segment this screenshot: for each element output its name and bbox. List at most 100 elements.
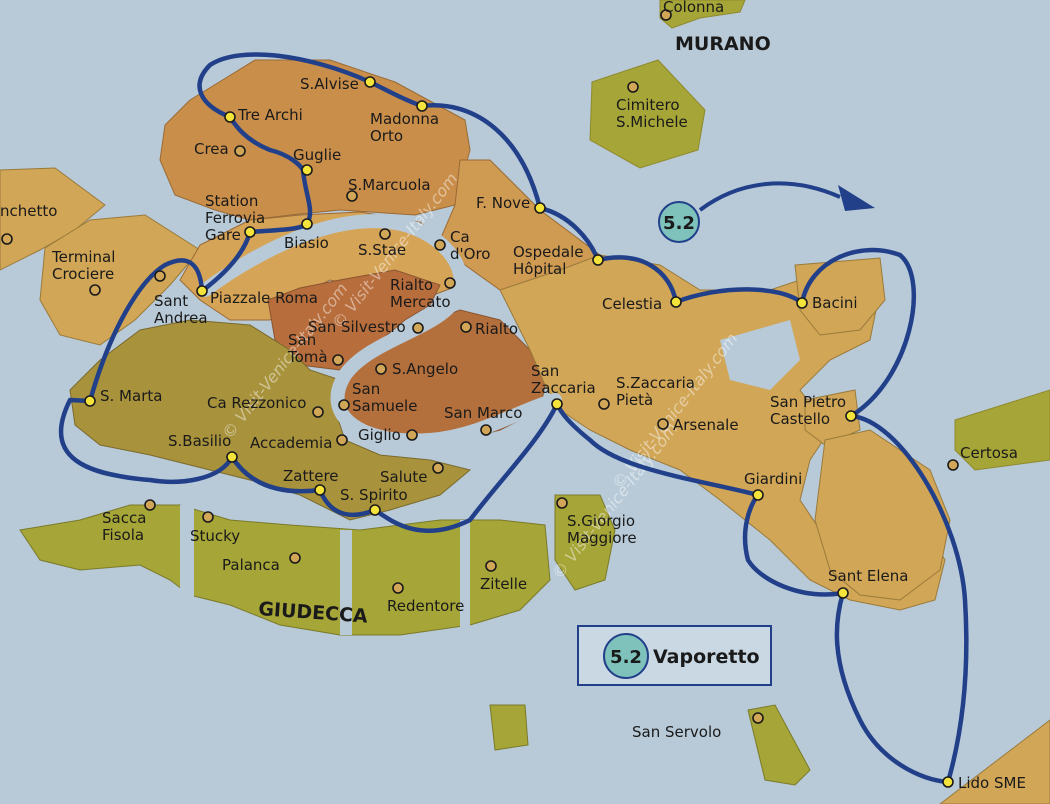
place-label: Ca Rezzonico bbox=[207, 394, 306, 412]
stop-marker[interactable] bbox=[796, 297, 808, 309]
place-marker bbox=[336, 434, 348, 446]
stop-marker[interactable] bbox=[592, 254, 604, 266]
place-marker bbox=[947, 459, 959, 471]
place-marker bbox=[444, 277, 456, 289]
place-marker bbox=[432, 462, 444, 474]
route-badge bbox=[658, 201, 700, 243]
stop-label: Bacini bbox=[812, 294, 858, 312]
place-marker bbox=[752, 712, 764, 724]
arsenale-basin bbox=[720, 320, 800, 390]
place-label: Redentore bbox=[387, 597, 464, 615]
place-marker bbox=[480, 424, 492, 436]
stop-label: Guglie bbox=[293, 146, 341, 164]
place-marker bbox=[338, 399, 350, 411]
place-marker bbox=[434, 239, 446, 251]
place-label: Accademia bbox=[250, 434, 332, 452]
stop-marker[interactable] bbox=[845, 410, 857, 422]
place-label: Zitelle bbox=[480, 575, 527, 593]
place-marker bbox=[202, 511, 214, 523]
certosa-island bbox=[954, 389, 1050, 471]
place-marker bbox=[627, 81, 639, 93]
place-label: Certosa bbox=[960, 444, 1018, 462]
place-marker bbox=[289, 552, 301, 564]
stop-marker[interactable] bbox=[244, 226, 256, 238]
place-label: Palanca bbox=[222, 556, 280, 574]
cannaregio-district bbox=[159, 59, 471, 221]
ferry-stops bbox=[84, 76, 954, 788]
place-label: Crea bbox=[194, 140, 229, 158]
place-marker bbox=[89, 284, 101, 296]
place-label: S.Angelo bbox=[392, 360, 458, 378]
place-label: Stucky bbox=[190, 527, 240, 545]
la-grazia-island bbox=[489, 704, 529, 751]
place-marker bbox=[485, 560, 497, 572]
stop-marker[interactable] bbox=[196, 285, 208, 297]
stop-label: S. Marta bbox=[100, 387, 162, 405]
place-label: San Silvestro bbox=[308, 318, 406, 336]
place-marker bbox=[379, 228, 391, 240]
stop-marker[interactable] bbox=[314, 484, 326, 496]
san-servolo-island bbox=[747, 704, 811, 786]
island-name-murano: MURANO bbox=[675, 33, 771, 55]
stop-marker[interactable] bbox=[364, 76, 376, 88]
route-direction-arrow bbox=[698, 181, 841, 212]
stop-marker[interactable] bbox=[84, 395, 96, 407]
legend-badge bbox=[603, 633, 649, 679]
place-marker bbox=[460, 321, 472, 333]
san-michele-island bbox=[589, 59, 706, 169]
stop-label: Biasio bbox=[284, 234, 329, 252]
place-label: Arsenale bbox=[673, 416, 739, 434]
stop-label: F. Nove bbox=[476, 194, 530, 212]
giudecca-canal-2 bbox=[340, 530, 352, 635]
stop-marker[interactable] bbox=[369, 504, 381, 516]
dorsoduro-district bbox=[69, 319, 472, 521]
place-marker bbox=[154, 270, 166, 282]
stop-marker[interactable] bbox=[301, 164, 313, 176]
stop-marker[interactable] bbox=[301, 218, 313, 230]
place-label: nchetto bbox=[0, 202, 57, 220]
stop-marker[interactable] bbox=[226, 451, 238, 463]
stop-marker[interactable] bbox=[416, 100, 428, 112]
place-marker bbox=[392, 582, 404, 594]
place-marker bbox=[346, 190, 358, 202]
stop-marker[interactable] bbox=[551, 398, 563, 410]
giudecca-canal-3 bbox=[460, 520, 470, 630]
stop-marker[interactable] bbox=[942, 776, 954, 788]
place-label: Rialto bbox=[475, 320, 518, 338]
place-label: San Servolo bbox=[632, 723, 721, 741]
place-label: S.Stae bbox=[358, 241, 406, 259]
stop-label: Tre Archi bbox=[237, 106, 303, 124]
stop-label: S. Spirito bbox=[340, 486, 408, 504]
place-marker bbox=[332, 354, 344, 366]
place-label: Giglio bbox=[358, 426, 401, 444]
stop-marker[interactable] bbox=[670, 296, 682, 308]
stop-marker[interactable] bbox=[224, 111, 236, 123]
route-arrow-head bbox=[838, 185, 875, 211]
legend: 5.2 Vaporetto bbox=[577, 625, 772, 686]
place-label: Salute bbox=[380, 468, 428, 486]
lido-island bbox=[939, 719, 1050, 804]
stop-label: Piazzale Roma bbox=[210, 289, 318, 307]
place-marker bbox=[657, 418, 669, 430]
stop-marker[interactable] bbox=[752, 489, 764, 501]
murano-island bbox=[659, 0, 746, 29]
stop-label: Lido SME bbox=[958, 774, 1026, 792]
terminal-crociere-area bbox=[39, 214, 201, 346]
stop-marker[interactable] bbox=[837, 587, 849, 599]
stop-marker[interactable] bbox=[534, 202, 546, 214]
giudecca-canal-1 bbox=[180, 505, 194, 600]
stop-label: S.Basilio bbox=[168, 432, 231, 450]
place-marker bbox=[312, 406, 324, 418]
